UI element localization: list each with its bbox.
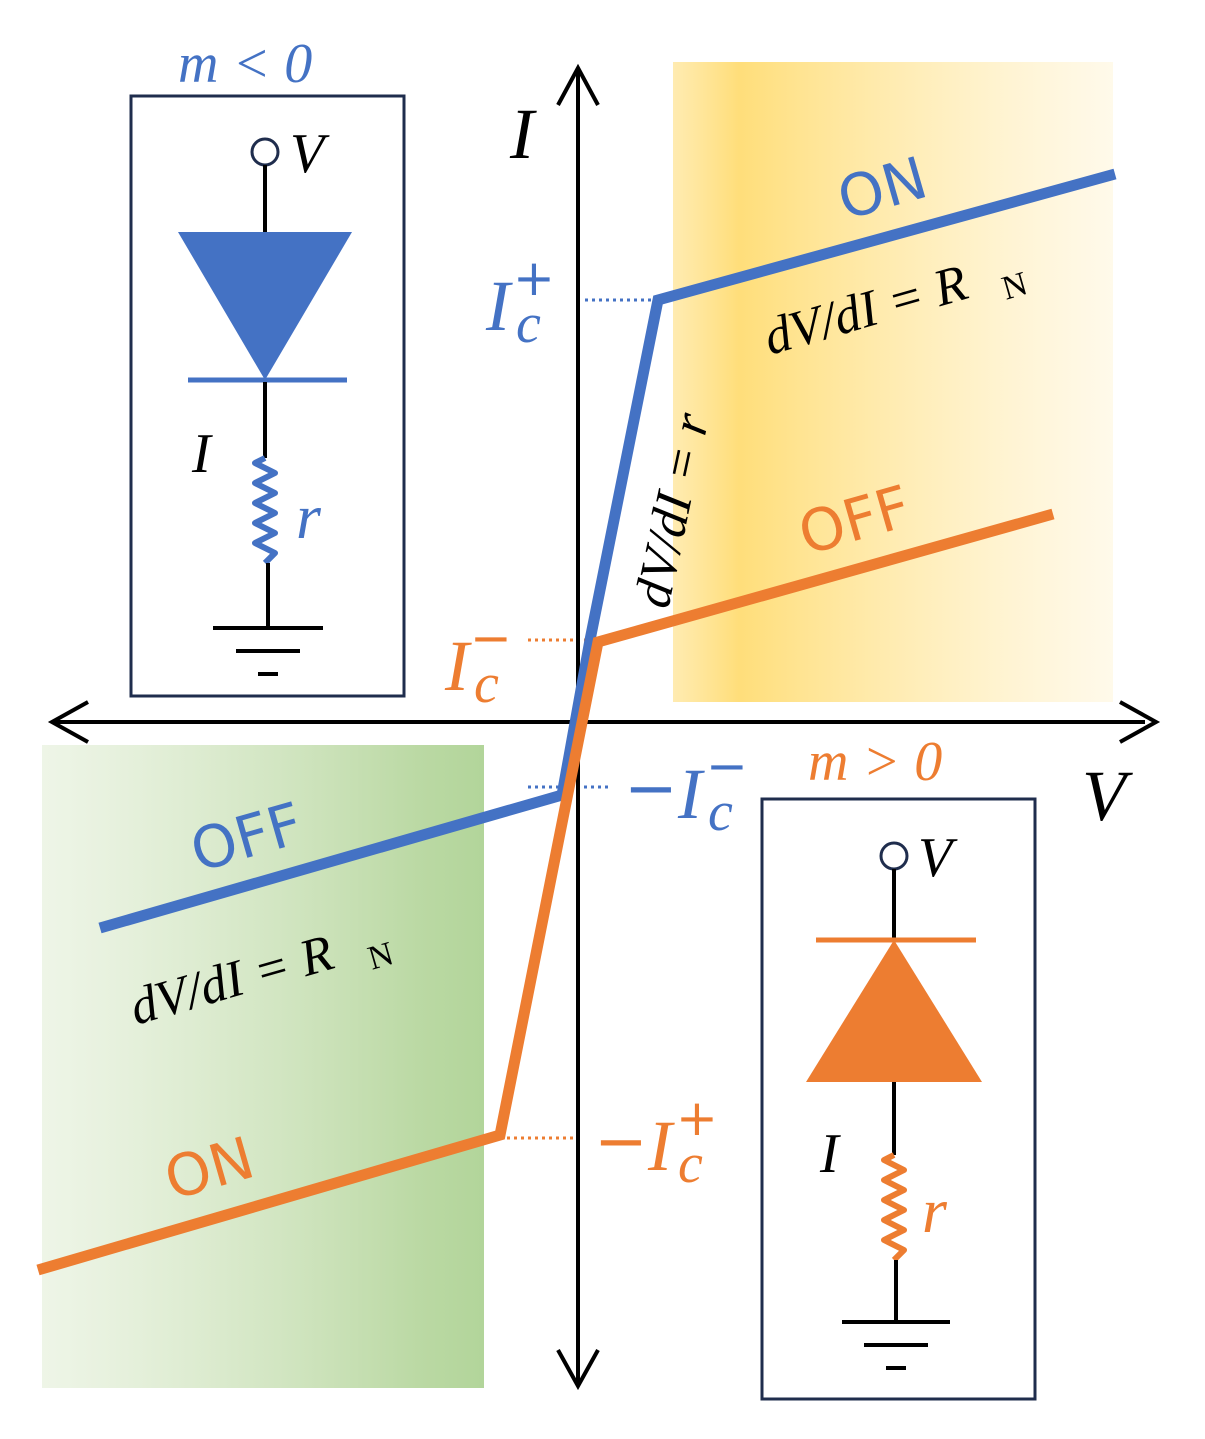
ground-icon (842, 1320, 950, 1370)
label-neg-ic-plus-main: I (647, 1106, 675, 1186)
inset-blue-current-label: I (191, 423, 213, 485)
diode-up-icon (806, 937, 982, 1082)
label-neg-ic-minus-sign: − (624, 752, 678, 826)
inset-blue-title: m < 0 (178, 33, 312, 95)
label-ic-minus-sup: − (470, 609, 512, 667)
label-neg-ic-plus-sup: + (676, 1089, 718, 1147)
inset-blue-resistor-label: r (296, 481, 322, 552)
label-neg-ic-minus-sub: c (708, 781, 733, 843)
inset-orange-node-label: V (918, 827, 958, 889)
orange-curve (36, 508, 1055, 1276)
label-neg-ic-minus: − I c − (624, 737, 748, 843)
label-ic-plus-sup: + (513, 249, 555, 307)
label-ic-plus-main: I (485, 266, 513, 346)
y-axis-arrow-bottom (556, 1349, 600, 1391)
diode-down-triangle (178, 232, 352, 380)
label-ic-plus-sub: c (516, 293, 541, 355)
inset-orange-frame (760, 797, 1037, 1401)
label-ic-minus: I c − (444, 609, 512, 715)
green-region (42, 745, 484, 1388)
inset-blue-resistor-icon (252, 455, 278, 566)
diode-down-icon (178, 232, 352, 383)
inset-orange-resistor-label: r (922, 1175, 948, 1246)
label-ic-plus: I c + (485, 249, 555, 355)
label-neg-ic-plus-sign: − (594, 1105, 648, 1179)
label-ic-minus-main: I (444, 626, 472, 706)
inset-blue-node-label: V (290, 123, 330, 185)
inset-orange-title: m > 0 (808, 731, 942, 793)
inset-blue-node-icon (250, 137, 280, 167)
inset-orange-node-icon (879, 841, 909, 871)
y-axis-arrow-top (556, 63, 600, 106)
x-axis-label: V (1082, 756, 1133, 836)
x-axis-arrow-right (1119, 700, 1161, 744)
blue-curve (98, 168, 1117, 934)
label-ic-minus-sub: c (474, 653, 499, 715)
x-axis-arrow-left (47, 700, 89, 744)
label-neg-ic-plus-sub: c (678, 1133, 703, 1195)
inset-orange-current-label: I (819, 1123, 841, 1185)
diode-up-triangle (806, 940, 982, 1082)
label-neg-ic-plus: − I c + (594, 1089, 718, 1195)
y-axis-label: I (509, 94, 537, 174)
ground-icon (213, 626, 323, 676)
label-neg-ic-minus-main: I (677, 754, 705, 834)
inset-orange-resistor-icon (881, 1152, 907, 1263)
label-neg-ic-minus-sup: − (706, 737, 748, 795)
